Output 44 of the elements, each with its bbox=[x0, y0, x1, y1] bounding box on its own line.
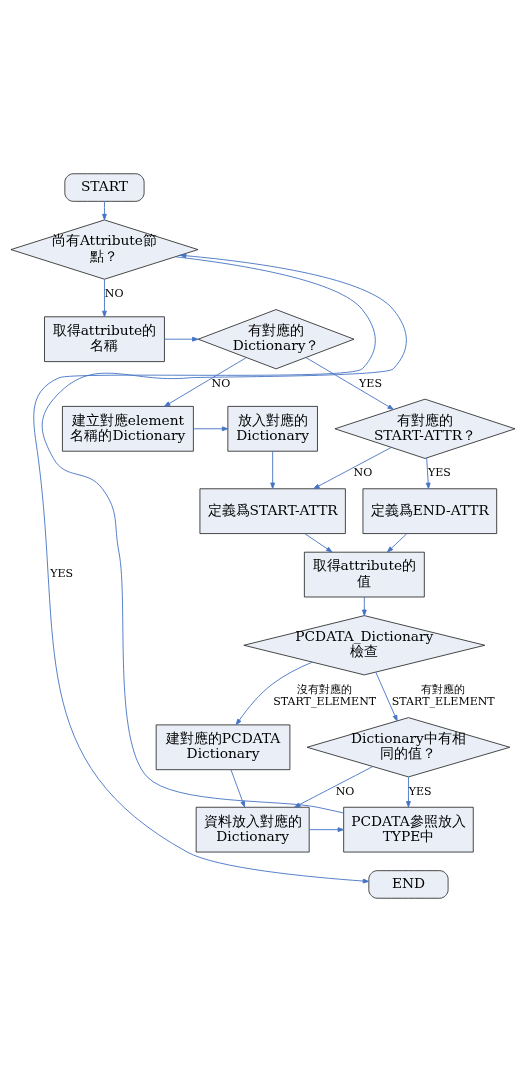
arrow bbox=[235, 661, 313, 725]
arrow bbox=[33, 255, 376, 883]
arrow bbox=[375, 671, 398, 721]
edge-label: NO bbox=[353, 465, 373, 479]
arrow bbox=[308, 826, 344, 832]
arrow bbox=[102, 200, 107, 220]
arrow bbox=[304, 532, 333, 552]
node-box: 定義爲START-ATTR bbox=[199, 487, 346, 534]
node-box: 取得attribute的值 bbox=[303, 551, 425, 597]
edge-label: 有對應的START_ELEMENT bbox=[391, 682, 495, 708]
arrow bbox=[164, 336, 199, 342]
node-box: 資料放入對應的Dictionary bbox=[195, 806, 310, 852]
arrow bbox=[387, 532, 408, 552]
edge-label: YES bbox=[408, 784, 432, 798]
arrow bbox=[164, 356, 247, 407]
node-diamond: 有對應的START-ATTR？ bbox=[334, 398, 516, 459]
edge-label: YES bbox=[359, 376, 382, 390]
node-diamond: 尚有Attribute節點？ bbox=[10, 219, 199, 280]
node-box: 定義爲END-ATTR bbox=[362, 487, 498, 534]
node-box: 建立對應element名稱的Dictionary bbox=[62, 405, 194, 452]
node-box: 放入對應的Dictionary bbox=[227, 405, 318, 452]
node-box: START bbox=[64, 172, 145, 202]
edge-label: 沒有對應的START_ELEMENT bbox=[273, 682, 377, 708]
arrow bbox=[270, 450, 276, 489]
node-box: 取得attribute的名稱 bbox=[44, 315, 165, 362]
arrow bbox=[305, 356, 394, 410]
arrow bbox=[294, 765, 374, 808]
arrow bbox=[193, 425, 229, 431]
arrow bbox=[230, 768, 246, 807]
arrow bbox=[361, 596, 367, 616]
arrow bbox=[313, 446, 392, 489]
arrow bbox=[406, 776, 411, 807]
arrow bbox=[425, 457, 431, 489]
node-diamond: PCDATA_Dictionary檢查 bbox=[243, 614, 486, 675]
node-box: 建對應的PCDATA Dictionary bbox=[155, 723, 291, 770]
node-box: PCDATA參照放入TYPE中 bbox=[343, 806, 474, 852]
node-diamond: 有對應的Dictionary？ bbox=[197, 308, 355, 369]
edge-label: NO bbox=[335, 784, 355, 798]
node-box: END bbox=[368, 869, 449, 899]
edge-label: YES bbox=[50, 566, 74, 580]
edge-label: NO bbox=[211, 376, 231, 390]
arrow bbox=[102, 278, 107, 317]
edge-label: YES bbox=[428, 465, 451, 479]
edge-label: NO bbox=[104, 286, 124, 300]
